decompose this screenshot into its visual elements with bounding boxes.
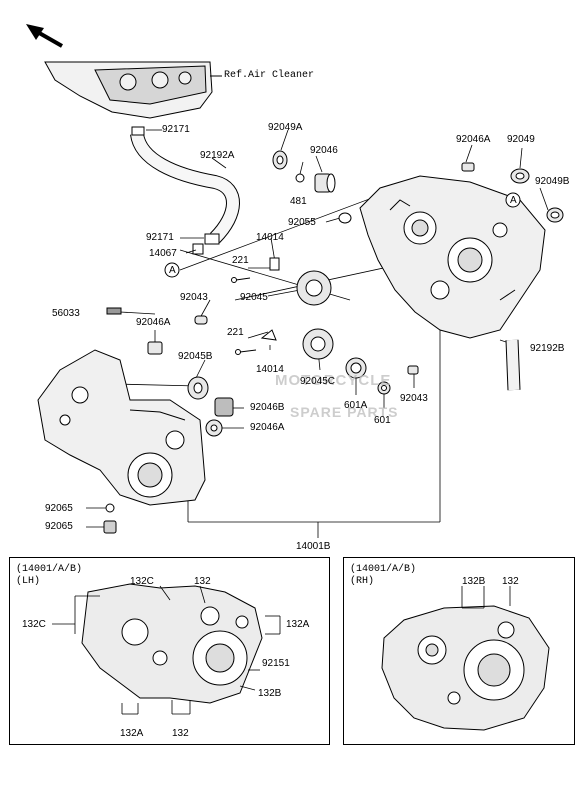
- callout-label: 14014: [256, 232, 284, 243]
- inset-rh-subtitle: (RH): [350, 576, 375, 587]
- reference-a-markers: [164, 192, 521, 278]
- callout-label: 601: [374, 415, 391, 426]
- bearings-and-seals: [103, 150, 564, 534]
- callout-label: 92043: [400, 393, 428, 404]
- inset-lh-drawing: [52, 583, 281, 715]
- inset-lh-label: 132C: [22, 619, 46, 630]
- callout-label: 56033: [52, 308, 80, 319]
- inset-lh-title: (14001/A/B): [16, 564, 83, 575]
- callout-label: 14067: [149, 248, 177, 259]
- inset-lh: (14001/A/B) (LH) 132C 132C 132 132A 9215…: [9, 557, 330, 745]
- inset-lh-label: 132: [172, 728, 189, 739]
- inset-rh: (14001/A/B) (RH) 132B 132: [343, 557, 575, 745]
- callout-label: 221: [232, 255, 249, 266]
- callout-label: 92045C: [300, 376, 336, 387]
- callout-label: 221: [227, 327, 244, 338]
- callout-label: 92046B: [250, 402, 285, 413]
- inset-rh-label: 132B: [462, 576, 486, 587]
- callout-label: 601A: [344, 400, 368, 411]
- callout-label: 92046: [310, 145, 338, 156]
- callout-label: 92065: [45, 521, 73, 532]
- callout-label: 92192A: [200, 150, 235, 161]
- hose-92192a: [130, 126, 240, 255]
- callout-label: 92192B: [530, 343, 565, 354]
- watermark-subtitle: SPARE PARTS: [290, 404, 399, 420]
- callout-label: 92046A: [456, 134, 491, 145]
- callout-label: A: [169, 265, 176, 276]
- inset-rh-label: 132: [502, 576, 519, 587]
- inset-rh-drawing: [381, 586, 550, 731]
- callout-label: 92046A: [136, 317, 171, 328]
- callout-label: A: [510, 195, 517, 206]
- reference-label: Ref.Air Cleaner: [224, 70, 315, 81]
- right-crankcase-half: [359, 175, 546, 339]
- inset-lh-label: 132C: [130, 576, 154, 587]
- inset-lh-label: 132B: [258, 688, 282, 699]
- callout-label: 92049A: [268, 122, 303, 133]
- inset-rh-title: (14001/A/B): [350, 564, 417, 575]
- callout-label: 92049: [507, 134, 535, 145]
- callout-label: 481: [290, 196, 307, 207]
- direction-arrow-icon: [26, 24, 63, 48]
- callout-label: 92065: [45, 503, 73, 514]
- callout-label: 92045: [240, 292, 268, 303]
- inset-lh-label: 92151: [262, 658, 290, 669]
- watermark: MOTORCYCLE: [275, 372, 392, 389]
- inset-lh-label: 132: [194, 576, 211, 587]
- hose-92192b: [505, 339, 521, 391]
- inset-lh-label: 132A: [120, 728, 144, 739]
- callout-label: 92055: [288, 217, 316, 228]
- inset-lh-label: 132A: [286, 619, 310, 630]
- callout-label: 14001B: [296, 541, 331, 552]
- callout-label: 14014: [256, 364, 284, 375]
- callout-label: 92045B: [178, 351, 213, 362]
- callout-label: 92049B: [535, 176, 570, 187]
- left-crankcase-half: [37, 349, 206, 506]
- callout-label: 92043: [180, 292, 208, 303]
- callout-label: 92171: [162, 124, 190, 135]
- callout-label: 92046A: [250, 422, 285, 433]
- callout-label: 92171: [146, 232, 174, 243]
- inset-lh-subtitle: (LH): [16, 576, 41, 587]
- air-cleaner-housing: [44, 61, 222, 119]
